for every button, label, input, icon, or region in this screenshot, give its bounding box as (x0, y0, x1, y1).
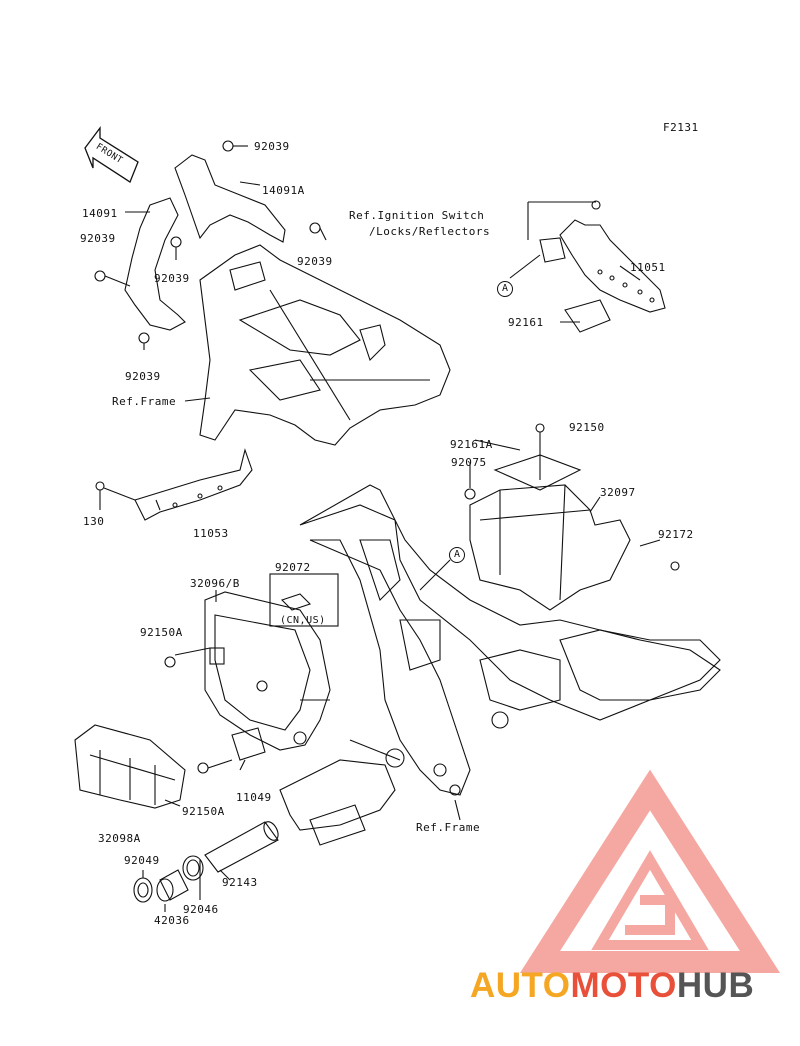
bracket-14091 (124, 197, 186, 331)
bolt-92039-right (309, 222, 321, 234)
part-92039-bottom[interactable]: 92039 (125, 370, 161, 383)
battery-case-32097 (469, 484, 631, 611)
bolt-92150a-lower (197, 762, 209, 774)
bolt-92039-left (94, 270, 106, 282)
bearing-92046 (182, 855, 204, 881)
part-32097[interactable]: 32097 (600, 486, 636, 499)
seal-92049 (133, 877, 153, 903)
cover-32098a (74, 724, 186, 809)
part-92046[interactable]: 92046 (183, 903, 219, 916)
part-32098a[interactable]: 32098A (98, 832, 141, 845)
frame-lower (299, 484, 721, 721)
bolt-130 (95, 481, 105, 491)
part-92075[interactable]: 92075 (451, 456, 487, 469)
watermark-logo: AUTOMOTOHUB (470, 966, 754, 1006)
ref-ignition-line1[interactable]: Ref.Ignition Switch (349, 209, 485, 222)
bolt-92039-mid (170, 236, 182, 248)
nut-92075 (464, 488, 476, 500)
part-92049[interactable]: 92049 (124, 854, 160, 867)
pivot-area (279, 759, 396, 831)
bolt-92039-bottom (138, 332, 150, 344)
part-11049[interactable]: 11049 (236, 791, 272, 804)
cn-us-note: (CN,US) (280, 615, 326, 626)
pad-92161a (493, 454, 582, 491)
collar-92143 (204, 821, 279, 873)
bracket-11051 (559, 219, 666, 313)
ref-a-upper[interactable]: A (497, 281, 513, 297)
frame-upper (199, 244, 451, 446)
cover-32096b (204, 591, 331, 751)
watermark-part2: MOTO (570, 966, 677, 1005)
part-92039-left[interactable]: 92039 (80, 232, 116, 245)
part-92039-right[interactable]: 92039 (297, 255, 333, 268)
part-92150[interactable]: 92150 (569, 421, 605, 434)
part-92072[interactable]: 92072 (275, 561, 311, 574)
part-14091[interactable]: 14091 (82, 207, 118, 220)
diagram-code: F2131 (663, 121, 699, 134)
front-arrow-icon (84, 126, 139, 183)
part-92150a-upper[interactable]: 92150A (140, 626, 183, 639)
part-92150a-lower[interactable]: 92150A (182, 805, 225, 818)
bracket-11049 (231, 727, 266, 761)
part-92161a[interactable]: 92161A (450, 438, 493, 451)
part-42036[interactable]: 42036 (154, 914, 190, 927)
part-32096b[interactable]: 32096/B (190, 577, 240, 590)
part-14091a[interactable]: 14091A (262, 184, 305, 197)
part-11051[interactable]: 11051 (630, 261, 666, 274)
ref-a-lower[interactable]: A (449, 547, 465, 563)
clamp-box-92072 (269, 573, 339, 627)
part-92143[interactable]: 92143 (222, 876, 258, 889)
part-130[interactable]: 130 (83, 515, 105, 528)
bracket-11053 (134, 448, 253, 521)
part-92161[interactable]: 92161 (508, 316, 544, 329)
ref-frame-lower[interactable]: Ref.Frame (416, 821, 481, 834)
bolt-92150 (535, 423, 545, 433)
part-92172[interactable]: 92172 (658, 528, 694, 541)
part-11053[interactable]: 11053 (193, 527, 229, 540)
ref-frame-upper[interactable]: Ref.Frame (112, 395, 177, 408)
watermark-triangle-icon (519, 769, 781, 973)
watermark-part1: AUTO (470, 966, 571, 1005)
bolt-92172 (670, 561, 680, 571)
part-92039-top[interactable]: 92039 (254, 140, 290, 153)
plate-92161 (564, 299, 611, 333)
bolt-92039-top (222, 140, 234, 152)
bolt-92150a-upper (164, 656, 176, 668)
ref-ignition-line2[interactable]: /Locks/Reflectors (369, 225, 491, 238)
watermark-part3: HUB (676, 966, 755, 1005)
bracket-14091a (174, 154, 286, 243)
collar-42036 (156, 869, 189, 902)
part-92039-mid[interactable]: 92039 (154, 272, 190, 285)
